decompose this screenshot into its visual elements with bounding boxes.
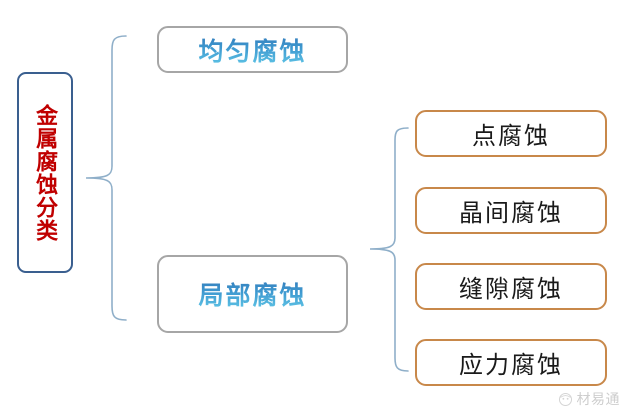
node-stress-corrosion: 应力腐蚀 <box>415 339 607 386</box>
node-stress-corrosion-label: 应力腐蚀 <box>459 351 563 379</box>
watermark: 材易通 <box>557 389 621 409</box>
root-node-label: 金属腐蚀分类 <box>32 103 59 242</box>
node-intergranular-corrosion-label: 晶间腐蚀 <box>459 199 563 227</box>
root-node-metal-corrosion-classification: 金属腐蚀分类 <box>17 72 73 273</box>
node-uniform-corrosion: 均匀腐蚀 <box>157 26 348 73</box>
node-pitting-corrosion: 点腐蚀 <box>415 110 607 157</box>
node-intergranular-corrosion: 晶间腐蚀 <box>415 187 607 234</box>
node-crevice-corrosion: 缝隙腐蚀 <box>415 263 607 310</box>
node-crevice-corrosion-label: 缝隙腐蚀 <box>459 275 563 303</box>
circular-logo-icon <box>558 392 572 406</box>
node-pitting-corrosion-label: 点腐蚀 <box>472 122 550 150</box>
node-localized-corrosion: 局部腐蚀 <box>157 255 348 333</box>
curly-brace-icon-root-to-level2 <box>85 35 127 321</box>
curly-brace-icon-localized-to-level3 <box>369 127 409 372</box>
node-uniform-corrosion-label: 均匀腐蚀 <box>198 32 306 68</box>
node-localized-corrosion-label: 局部腐蚀 <box>198 276 306 312</box>
watermark-label: 材易通 <box>576 392 620 408</box>
